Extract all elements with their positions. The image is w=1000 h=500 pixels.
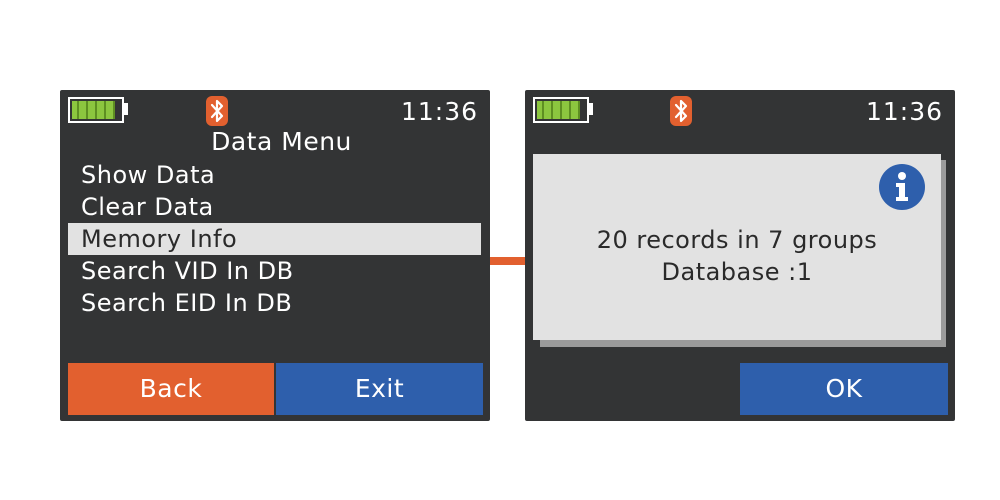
menu-item-memory-info[interactable]: Memory Info [68, 223, 481, 255]
menu-item-show-data[interactable]: Show Data [81, 161, 216, 189]
connector-line [490, 257, 525, 265]
battery-tip [589, 103, 593, 115]
menu-list: Show Data Clear Data Memory Info Search … [68, 159, 481, 319]
menu-item-search-vid[interactable]: Search VID In DB [81, 257, 294, 285]
menu-item-search-eid[interactable]: Search EID In DB [81, 289, 293, 317]
bluetooth-icon [206, 96, 228, 126]
clock: 11:36 [865, 97, 943, 126]
back-button[interactable]: Back [68, 363, 274, 415]
menu-item-clear-data[interactable]: Clear Data [81, 193, 214, 221]
battery-icon [533, 97, 589, 123]
memory-info-screen: 11:36 20 records in 7 groups Database :1… [525, 90, 955, 421]
clock: 11:36 [400, 97, 478, 126]
dialog-message-records: 20 records in 7 groups [596, 226, 878, 254]
data-menu-screen: 11:36 Data Menu Show Data Clear Data Mem… [60, 90, 490, 421]
bluetooth-icon [670, 96, 692, 126]
info-dialog: 20 records in 7 groups Database :1 [533, 154, 941, 340]
battery-tip [124, 103, 128, 115]
ok-button[interactable]: OK [740, 363, 948, 415]
menu-title: Data Menu [211, 127, 352, 156]
dialog-message-database: Database :1 [661, 258, 813, 286]
battery-icon [68, 97, 124, 123]
exit-button[interactable]: Exit [276, 363, 483, 415]
info-icon [879, 164, 925, 210]
